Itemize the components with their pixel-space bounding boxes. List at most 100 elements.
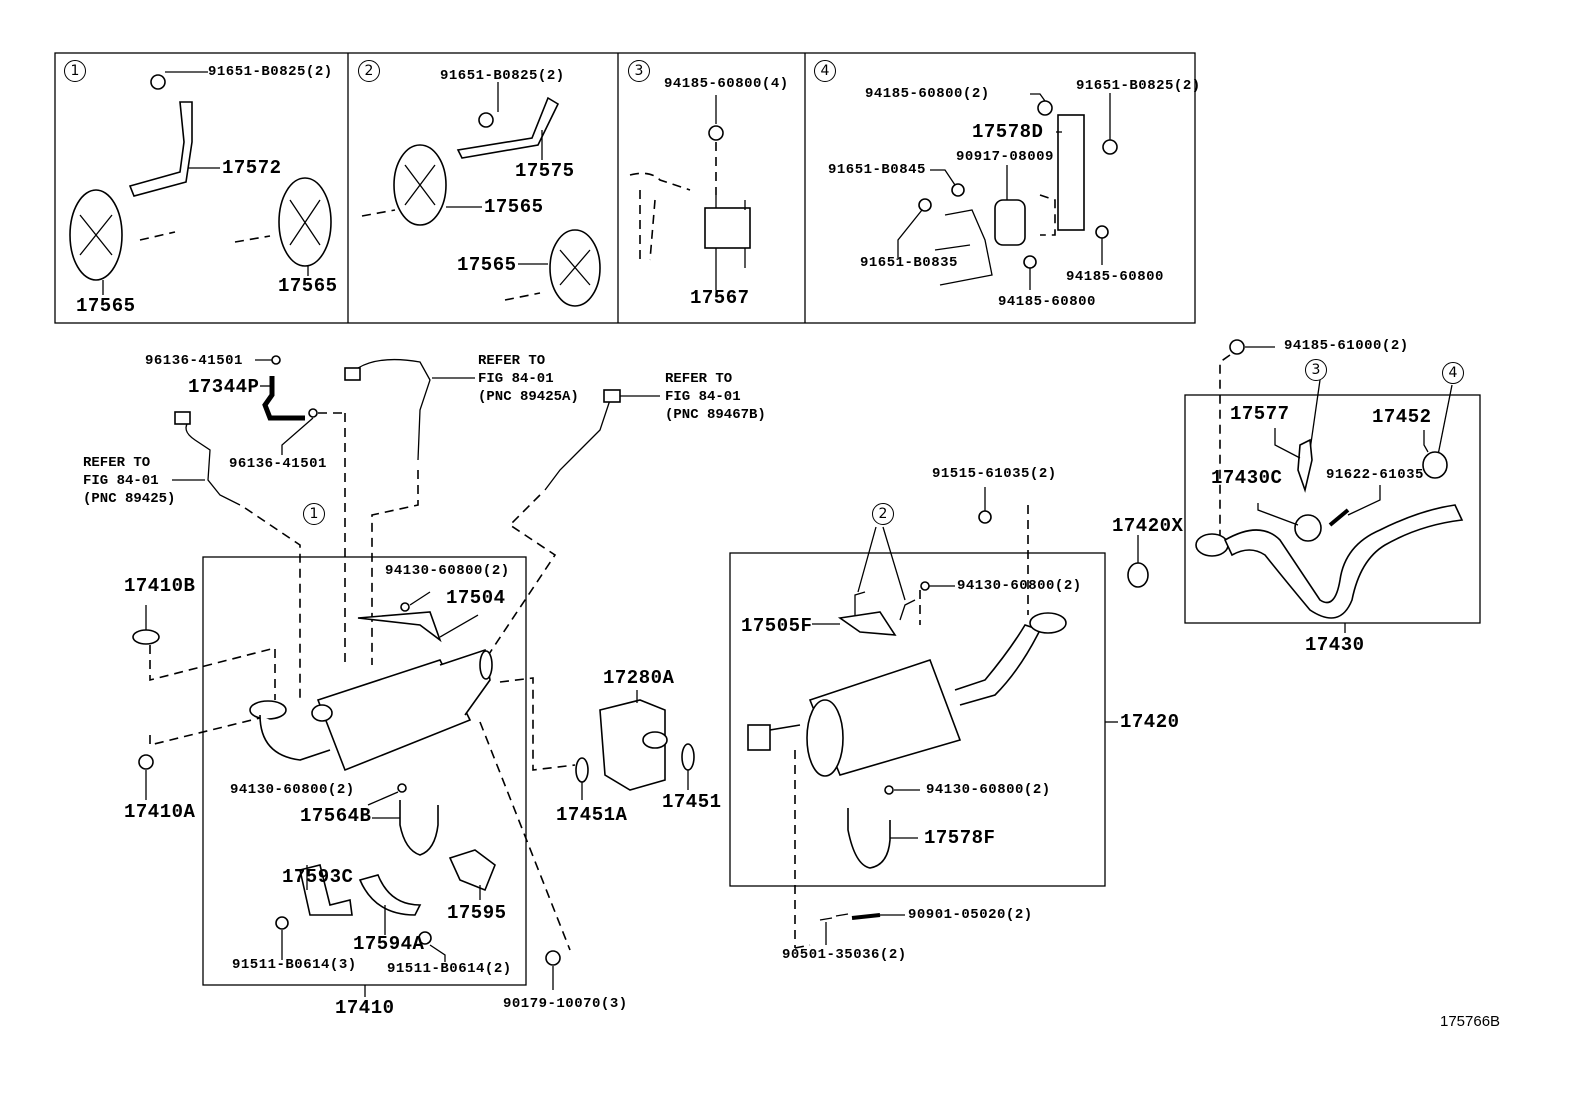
part-label[interactable]: 94130-60800(2) [957, 578, 1082, 594]
part-label[interactable]: 90917-08009 [956, 149, 1054, 165]
inset-2-art [361, 82, 601, 307]
clamp-17452 [1422, 451, 1448, 479]
mount-17567 [704, 207, 751, 249]
reference-note[interactable]: REFER TO FIG 84-01 (PNC 89425) [83, 455, 176, 507]
flange-gasket [1195, 533, 1229, 557]
bolt-icon [150, 74, 166, 90]
reference-note[interactable]: REFER TO FIG 84-01 (PNC 89467B) [665, 371, 766, 423]
part-label[interactable]: 17410A [124, 801, 196, 823]
hanger-bracket-17572 [128, 101, 193, 197]
bolt-icon [951, 183, 965, 197]
part-label[interactable]: 17430C [1211, 467, 1283, 489]
callout-4[interactable]: 4 [1442, 362, 1464, 384]
muffler-art [747, 487, 1067, 949]
assembly-label[interactable]: 17420 [1120, 711, 1180, 733]
gasket-17420X [1127, 562, 1149, 588]
inset-number-2: 2 [358, 60, 380, 82]
heat-insulator-17504 [357, 611, 442, 643]
part-label[interactable]: 17452 [1372, 406, 1432, 428]
dpf-converter-art [132, 591, 571, 990]
part-label[interactable]: 17451 [662, 791, 722, 813]
part-label[interactable]: 90901-05020(2) [908, 907, 1033, 923]
part-label[interactable]: 17577 [1230, 403, 1290, 425]
nut-17410A [138, 754, 154, 770]
bolt-icon [418, 931, 432, 945]
part-label[interactable]: 96136-41501 [145, 353, 243, 369]
front-pipe-art [1127, 339, 1464, 619]
part-label[interactable]: 17565 [278, 275, 338, 297]
part-label[interactable]: 17565 [76, 295, 136, 317]
part-label[interactable]: 91651-B0835 [860, 255, 958, 271]
part-label[interactable]: 90179-10070(3) [503, 996, 628, 1012]
part-label[interactable]: 91651-B0825(2) [1076, 78, 1201, 94]
nut-icon [1037, 100, 1053, 116]
callout-1[interactable]: 1 [303, 503, 325, 525]
sensor-wire-89467b [544, 399, 611, 491]
bolt-icon [1102, 139, 1118, 155]
callout-2[interactable]: 2 [872, 503, 894, 525]
part-label[interactable]: 17451A [556, 804, 628, 826]
bolt-91515 [978, 510, 992, 524]
part-label[interactable]: 17578F [924, 827, 996, 849]
part-label[interactable]: 91515-61035(2) [932, 466, 1057, 482]
part-label[interactable]: 17565 [484, 196, 544, 218]
part-label[interactable]: 17595 [447, 902, 507, 924]
part-label[interactable]: 17564B [300, 805, 372, 827]
bracket-17577 [1297, 438, 1313, 493]
reference-note[interactable]: REFER TO FIG 84-01 (PNC 89425A) [478, 353, 579, 405]
callout-3[interactable]: 3 [1305, 359, 1327, 381]
bolt-icon [275, 916, 289, 930]
nut-icon [1023, 255, 1037, 269]
part-label[interactable]: 17504 [446, 587, 506, 609]
part-label[interactable]: 17280A [603, 667, 675, 689]
bolt-90179 [545, 950, 561, 966]
part-label[interactable]: 17575 [515, 160, 575, 182]
bolt-icon [478, 112, 494, 128]
part-label[interactable]: 17420X [1112, 515, 1184, 537]
front-pipe-17430 [1223, 504, 1464, 619]
egr-valve-art [499, 677, 695, 800]
part-label[interactable]: 17565 [457, 254, 517, 276]
part-label[interactable]: 17593C [282, 866, 354, 888]
part-label[interactable]: 94185-61000(2) [1284, 338, 1409, 354]
part-label[interactable]: 17578D [972, 121, 1044, 143]
part-label[interactable]: 17594A [353, 933, 425, 955]
part-label[interactable]: 91651-B0825(2) [440, 68, 565, 84]
sensor-wire-89425a [357, 358, 431, 461]
part-label[interactable]: 94185-60800(2) [865, 86, 990, 102]
part-label[interactable]: 94185-60800 [1066, 269, 1164, 285]
part-label[interactable]: 91651-B0845 [828, 162, 926, 178]
sensor-art [172, 355, 660, 700]
gasket-17410B [132, 629, 160, 645]
inset-4-art [897, 93, 1118, 290]
part-label[interactable]: 94130-60800(2) [230, 782, 355, 798]
hanger-90917-08009 [994, 199, 1026, 246]
assembly-label[interactable]: 17410 [335, 997, 395, 1019]
part-label[interactable]: 91511-B0614(2) [387, 961, 512, 977]
part-label[interactable]: 91511-B0614(3) [232, 957, 357, 973]
gasket-17451A [575, 757, 589, 783]
part-label[interactable]: 94185-60800 [998, 294, 1096, 310]
part-label[interactable]: 96136-41501 [229, 456, 327, 472]
assembly-label[interactable]: 17430 [1305, 634, 1365, 656]
assembly-box-17430 [1184, 394, 1481, 624]
part-label[interactable]: 91622-61035 [1326, 467, 1424, 483]
part-label[interactable]: 94185-60800(4) [664, 76, 789, 92]
bracket-17578D [1057, 114, 1085, 231]
part-label[interactable]: 17567 [690, 287, 750, 309]
inset-3-art [629, 95, 751, 290]
part-label[interactable]: 17410B [124, 575, 196, 597]
insulator-17593C [299, 864, 353, 916]
hose-17344P [262, 376, 305, 421]
part-label[interactable]: 17505F [741, 615, 813, 637]
nut-icon [1095, 225, 1109, 239]
part-label[interactable]: 94130-60800(2) [385, 563, 510, 579]
clamp-17564B [399, 800, 439, 856]
part-label[interactable]: 90501-35036(2) [782, 947, 907, 963]
part-label[interactable]: 91651-B0825(2) [208, 64, 333, 80]
bolt-icon [918, 198, 932, 212]
part-label[interactable]: 17344P [188, 376, 260, 398]
part-label[interactable]: 17572 [222, 157, 282, 179]
part-label[interactable]: 94130-60800(2) [926, 782, 1051, 798]
